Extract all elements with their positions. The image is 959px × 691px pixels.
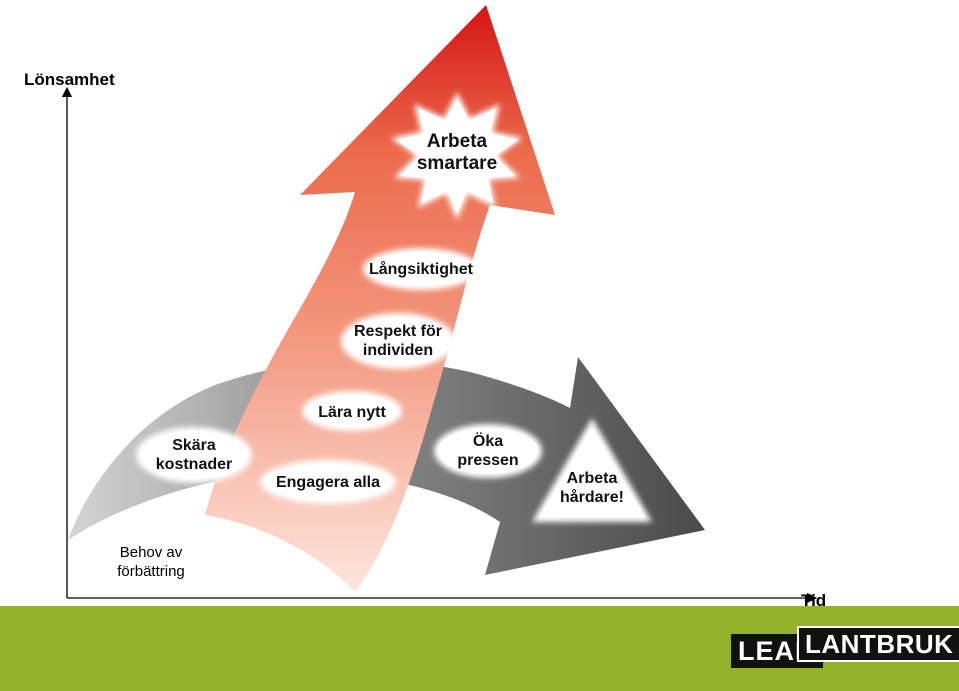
logo-lantbruk: LANTBRUK <box>797 626 959 662</box>
label-engage-all: Engagera alla <box>264 471 392 493</box>
y-axis-label: Lönsamhet <box>24 70 115 89</box>
label-respect: Respekt för individen <box>346 319 450 363</box>
triangle <box>539 428 645 517</box>
origin-note: Behov av förbättring <box>108 543 194 581</box>
starburst <box>396 98 518 214</box>
label-cut-costs-line-1: Skära <box>172 437 216 454</box>
label-cut-costs-line-2: kostnader <box>155 456 233 473</box>
label-increase-pressure-line-1: Öka <box>472 433 504 450</box>
label-work-smarter: Arbeta smartare <box>404 128 510 178</box>
label-increase-pressure-line-2: pressen <box>457 452 519 469</box>
label-respect-line-1: Respekt för <box>353 323 443 340</box>
label-learn-new: Lära nytt <box>306 401 398 423</box>
origin-note-line-2: förbättring <box>117 563 185 580</box>
label-cut-costs: Skära kostnader <box>144 433 244 477</box>
label-respect-line-2: individen <box>362 342 434 359</box>
label-work-harder-line-1: Arbeta <box>566 470 618 487</box>
label-work-smarter-line-1: Arbeta <box>426 131 488 152</box>
origin-note-line-1: Behov av <box>119 544 183 561</box>
label-learn-new-text: Lära nytt <box>318 403 386 421</box>
label-work-harder: Arbeta hårdare! <box>548 466 636 510</box>
label-long-term-text: Långsiktighet <box>368 260 473 278</box>
x-axis-label: Tid <box>801 591 827 610</box>
label-long-term: Långsiktighet <box>364 258 478 280</box>
label-increase-pressure: Öka pressen <box>438 429 538 473</box>
label-work-smarter-line-2: smartare <box>416 153 498 174</box>
label-work-harder-line-2: hårdare! <box>559 489 625 506</box>
label-engage-all-text: Engagera alla <box>275 473 381 491</box>
